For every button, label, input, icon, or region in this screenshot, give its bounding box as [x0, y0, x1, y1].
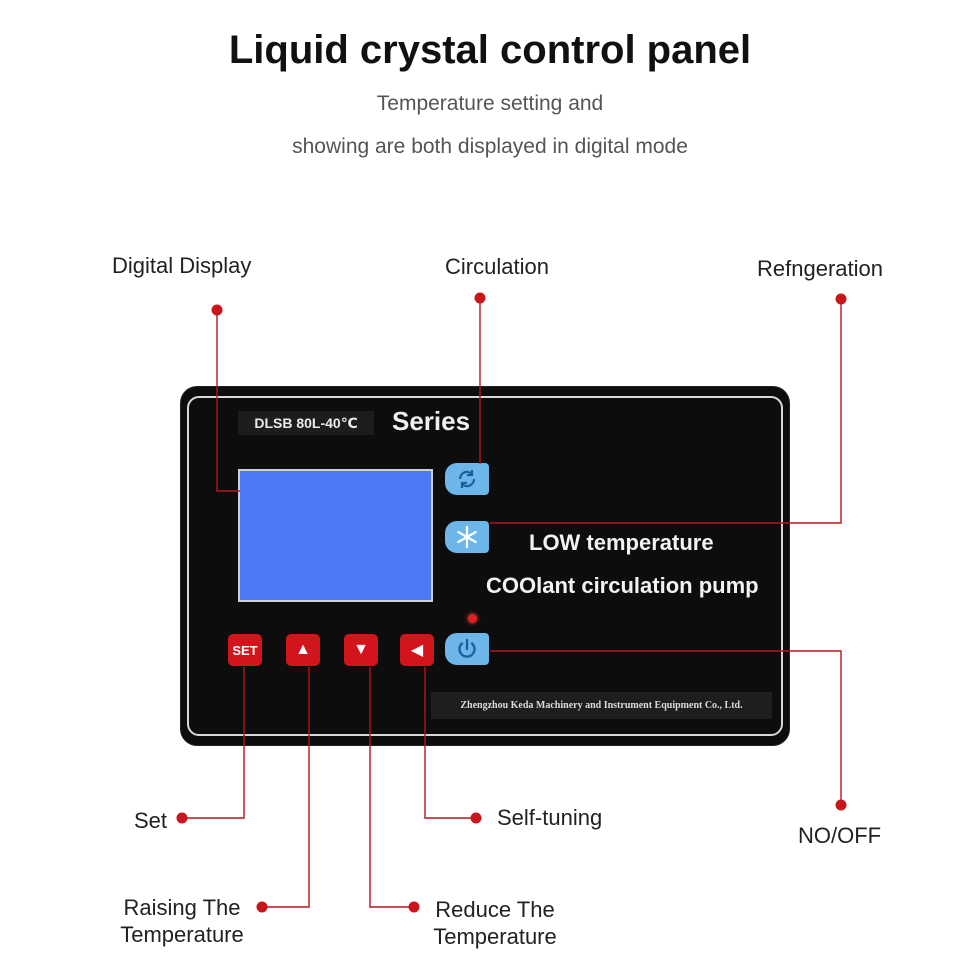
callout-digital-display: Digital Display: [112, 253, 252, 278]
model-label: DLSB 80L-40℃: [238, 411, 374, 435]
refrigeration-button[interactable]: [445, 521, 489, 553]
power-button[interactable]: [445, 633, 489, 665]
circulation-icon: [458, 470, 476, 488]
self-tuning-button[interactable]: ◀: [400, 634, 434, 666]
left-arrow-icon: ◀: [410, 642, 424, 659]
panel-text-line-2: COOlant circulation pump: [486, 573, 759, 598]
set-button[interactable]: SET: [228, 634, 262, 666]
callout-set: Set: [134, 808, 168, 833]
series-label: Series: [392, 406, 471, 436]
digital-display-screen: [238, 469, 433, 602]
power-icon: [458, 638, 476, 658]
up-arrow-icon: ▲: [295, 641, 311, 658]
callout-refrigeration: Refngeration: [757, 256, 883, 281]
manufacturer-label: Zhengzhou Keda Machinery and Instrument …: [431, 692, 772, 719]
callout-self-tuning: Self-tuning: [497, 805, 603, 830]
page-title: Liquid crystal control panel: [228, 28, 752, 72]
panel-border: [187, 396, 783, 736]
panel-text-line-1: LOW temperature: [529, 530, 714, 555]
callout-circulation: Circulation: [445, 254, 549, 279]
snowflake-icon: [457, 525, 477, 549]
raise-temperature-button[interactable]: ▲: [286, 634, 320, 666]
callout-raising-temperature: Raising The Temperature: [120, 895, 244, 947]
subtitle-line-2: showing are both displayed in digital mo…: [292, 135, 688, 158]
circulation-button[interactable]: [445, 463, 489, 495]
reduce-temperature-button[interactable]: ▼: [344, 634, 378, 666]
down-arrow-icon: ▼: [353, 641, 369, 658]
subtitle-line-1: Temperature setting and: [376, 92, 604, 115]
power-indicator-led: [468, 614, 477, 623]
callout-on-off: NO/OFF: [798, 823, 882, 848]
callout-reduce-temperature: Reduce The Temperature: [433, 897, 557, 949]
